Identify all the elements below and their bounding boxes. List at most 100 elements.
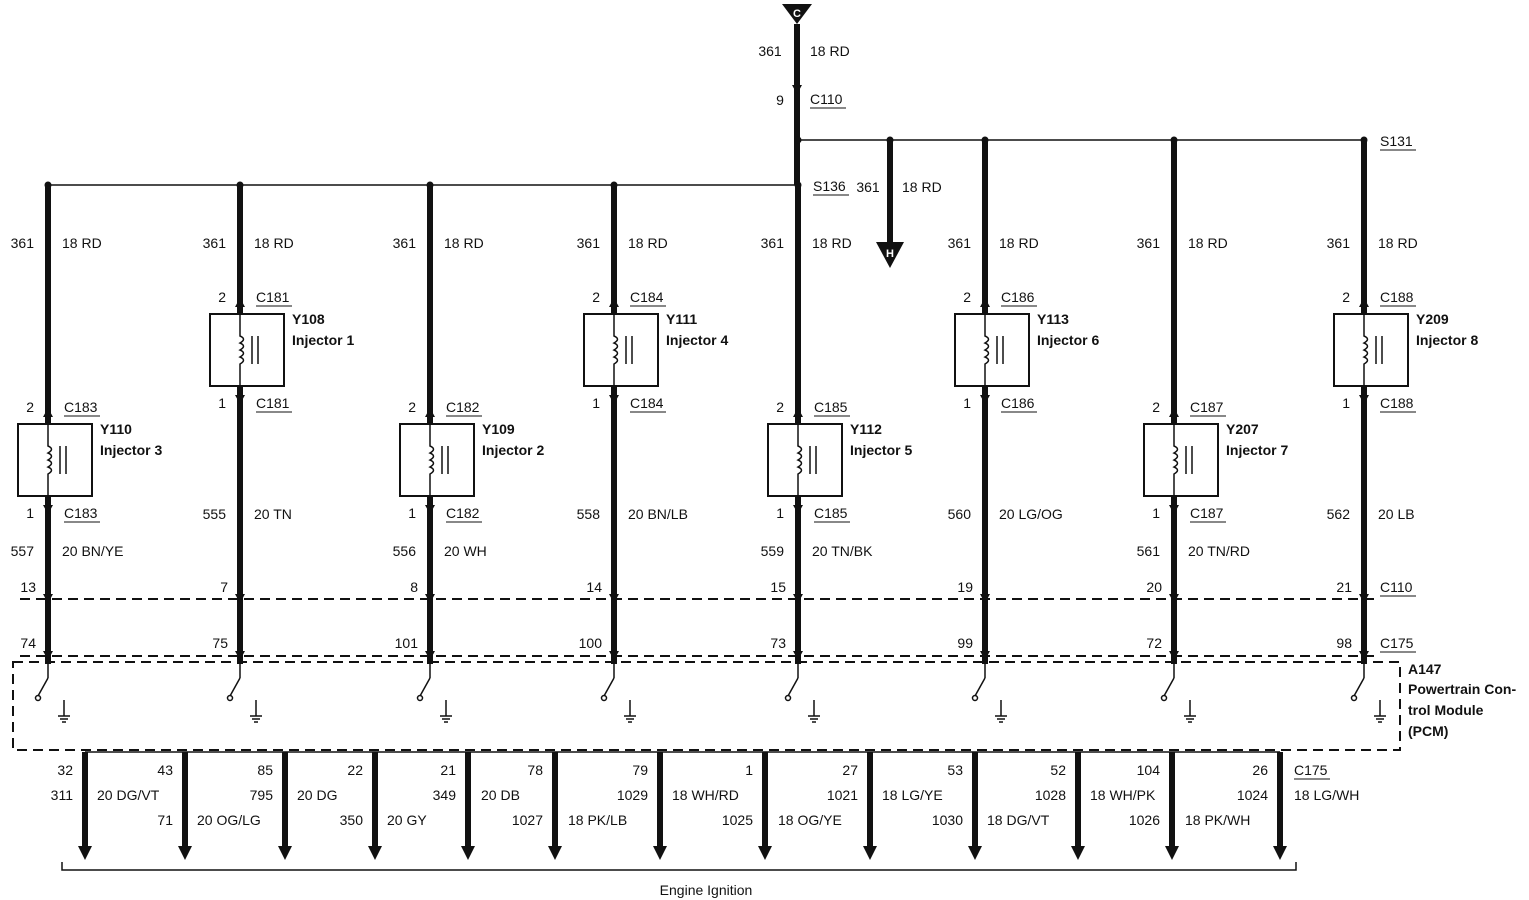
pin-in-arrow-icon bbox=[980, 298, 990, 307]
pcm-name-3: (PCM) bbox=[1408, 723, 1448, 739]
injector-name: Injector 3 bbox=[100, 442, 162, 458]
output-gauge: 20 DG/VT bbox=[97, 787, 160, 803]
connector-h-icon bbox=[876, 242, 904, 268]
switch-contact bbox=[1160, 694, 1168, 702]
output-arrow-icon bbox=[1071, 846, 1085, 860]
output-circuit: 1027 bbox=[512, 812, 543, 828]
pin-out: 1 bbox=[1152, 505, 1160, 521]
pin-out-arrow-icon bbox=[235, 395, 245, 404]
injector-column-7 bbox=[1160, 140, 1196, 723]
supply-gauge: 18 RD bbox=[812, 235, 852, 251]
output-circuit: 350 bbox=[340, 812, 364, 828]
injector-name: Injector 5 bbox=[850, 442, 912, 458]
connector-in-label: C186 bbox=[1001, 289, 1035, 305]
signal-circuit: 560 bbox=[948, 506, 972, 522]
output-arrow-icon bbox=[461, 846, 475, 860]
pcm-name-1: Powertrain Con- bbox=[1408, 681, 1516, 697]
injector-name: Injector 2 bbox=[482, 442, 544, 458]
top-c110-pin: 9 bbox=[776, 92, 784, 108]
injector-id: Y109 bbox=[482, 421, 515, 437]
pin-out-arrow-icon bbox=[793, 505, 803, 514]
signal-circuit: 555 bbox=[203, 506, 227, 522]
coil-icon bbox=[612, 314, 619, 386]
injector-column-1 bbox=[34, 185, 70, 723]
switch-icon bbox=[1353, 677, 1365, 697]
injector-body bbox=[209, 313, 285, 387]
pin-in: 2 bbox=[26, 399, 34, 415]
output-gauge: 18 LG/WH bbox=[1294, 787, 1359, 803]
c110-pin: 8 bbox=[410, 579, 418, 595]
connector-c-label: C bbox=[793, 8, 801, 20]
signal-circuit: 557 bbox=[11, 543, 35, 559]
pin-out: 1 bbox=[408, 505, 416, 521]
splice-dot bbox=[794, 181, 802, 189]
switch-icon bbox=[1163, 677, 1175, 697]
output-arrow-icon bbox=[78, 846, 92, 860]
connector-in-label: C184 bbox=[630, 289, 664, 305]
pin-out-arrow-icon bbox=[1169, 505, 1179, 514]
c175-pin: 99 bbox=[957, 635, 973, 651]
supply-gauge: 18 RD bbox=[62, 235, 102, 251]
output-circuit: 1029 bbox=[617, 787, 648, 803]
coil-icon bbox=[46, 424, 53, 496]
connector-out-label: C188 bbox=[1380, 395, 1414, 411]
output-gauge: 18 LG/YE bbox=[882, 787, 943, 803]
output-pin: 104 bbox=[1137, 762, 1161, 778]
signal-gauge: 20 TN/BK bbox=[812, 543, 873, 559]
c175-row-label: C175 bbox=[1380, 635, 1414, 651]
pin-in-arrow-icon bbox=[609, 298, 619, 307]
output-pin: 52 bbox=[1050, 762, 1066, 778]
connector-out-label: C186 bbox=[1001, 395, 1035, 411]
top-wire-circuit: 361 bbox=[758, 43, 782, 59]
supply-circuit: 361 bbox=[1327, 235, 1351, 251]
splice-dot bbox=[44, 181, 52, 189]
injector-body bbox=[583, 313, 659, 387]
output-circuit: 1021 bbox=[827, 787, 858, 803]
output-arrow-icon bbox=[1165, 846, 1179, 860]
output-wire-7 bbox=[653, 752, 667, 860]
injector-Y113 bbox=[954, 313, 1030, 387]
c175-pin-arrow-icon bbox=[43, 651, 53, 660]
c110-pin: 13 bbox=[20, 579, 36, 595]
top-c110-label: C110 bbox=[810, 91, 843, 107]
output-wire-1 bbox=[78, 752, 92, 860]
output-pin: 43 bbox=[157, 762, 173, 778]
pin-in: 2 bbox=[592, 289, 600, 305]
signal-gauge: 20 TN bbox=[254, 506, 292, 522]
switch-contact bbox=[34, 694, 42, 702]
splice-dot bbox=[794, 136, 802, 144]
signal-circuit: 558 bbox=[577, 506, 601, 522]
supply-circuit: 361 bbox=[393, 235, 417, 251]
connector-in-label: C185 bbox=[814, 399, 848, 415]
pin-out: 1 bbox=[963, 395, 971, 411]
signal-circuit: 556 bbox=[393, 543, 417, 559]
c175-pin: 100 bbox=[579, 635, 603, 651]
output-pin: 32 bbox=[57, 762, 73, 778]
pin-out: 1 bbox=[776, 505, 784, 521]
output-circuit: 1024 bbox=[1237, 787, 1268, 803]
h-branch-gauge: 18 RD bbox=[902, 179, 942, 195]
c110-pin: 19 bbox=[957, 579, 973, 595]
coil-icon bbox=[983, 314, 990, 386]
coil-icon bbox=[796, 424, 803, 496]
injector-column-6 bbox=[971, 140, 1007, 723]
pin-in-arrow-icon bbox=[1169, 408, 1179, 417]
output-gauge: 20 OG/LG bbox=[197, 812, 261, 828]
output-pin: 26 bbox=[1252, 762, 1268, 778]
connector-h-label: H bbox=[886, 248, 894, 260]
output-arrow-icon bbox=[653, 846, 667, 860]
c110-arrow-icon bbox=[792, 85, 802, 94]
c110-pin: 7 bbox=[220, 579, 228, 595]
switch-icon bbox=[974, 677, 986, 697]
top-wire-gauge: 18 RD bbox=[810, 43, 850, 59]
output-arrow-icon bbox=[1273, 846, 1287, 860]
s131-label: S131 bbox=[1380, 133, 1413, 149]
supply-gauge: 18 RD bbox=[1188, 235, 1228, 251]
injector-name: Injector 6 bbox=[1037, 332, 1099, 348]
injector-name: Injector 7 bbox=[1226, 442, 1288, 458]
c175-pin-arrow-icon bbox=[235, 651, 245, 660]
pin-in-arrow-icon bbox=[235, 298, 245, 307]
output-wire-5 bbox=[461, 752, 475, 860]
connector-out-label: C183 bbox=[64, 505, 98, 521]
injector-body bbox=[17, 423, 93, 497]
